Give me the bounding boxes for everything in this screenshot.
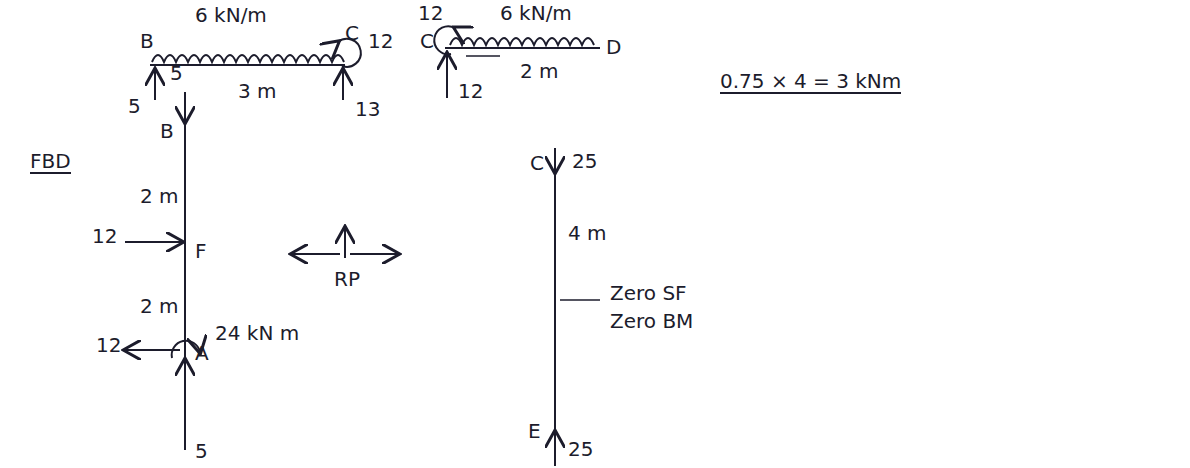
reaction-value: 13 — [355, 98, 380, 120]
reaction-value: 12 — [458, 80, 483, 102]
force-value: 5 — [195, 440, 208, 462]
point-label: B — [140, 30, 154, 52]
force-value: 25 — [572, 150, 597, 172]
force-value: 25 — [568, 438, 593, 460]
load-label: 6 kN/m — [500, 2, 572, 24]
reaction-value: 5 — [128, 95, 141, 117]
dimension: 3 m — [238, 80, 277, 102]
force-value: 12 — [92, 225, 117, 247]
point-label: F — [195, 240, 207, 262]
point-label: B — [160, 120, 174, 142]
dimension: 2 m — [140, 185, 179, 207]
point-label: RP — [334, 268, 360, 290]
moment-value: 12 — [368, 30, 393, 52]
force-value: 12 — [96, 334, 121, 356]
load-label: 6 kN/m — [195, 4, 267, 26]
note: Zero SF — [610, 282, 687, 304]
point-label: E — [528, 420, 541, 442]
dimension: 4 m — [568, 222, 607, 244]
point-label: C — [420, 30, 434, 52]
moment-value: 12 — [418, 2, 443, 24]
note: Zero BM — [610, 310, 693, 332]
section-heading: FBD — [30, 150, 71, 174]
dimension: 2 m — [520, 60, 559, 82]
force-value: 5 — [170, 62, 183, 84]
dimension: 2 m — [140, 295, 179, 317]
point-label: D — [606, 36, 621, 58]
point-label: C — [345, 22, 359, 44]
moment-value: 24 kN m — [215, 322, 299, 344]
point-label: A — [195, 342, 209, 364]
calculation: 0.75 × 4 = 3 kNm — [720, 70, 901, 94]
point-label: C — [530, 152, 544, 174]
